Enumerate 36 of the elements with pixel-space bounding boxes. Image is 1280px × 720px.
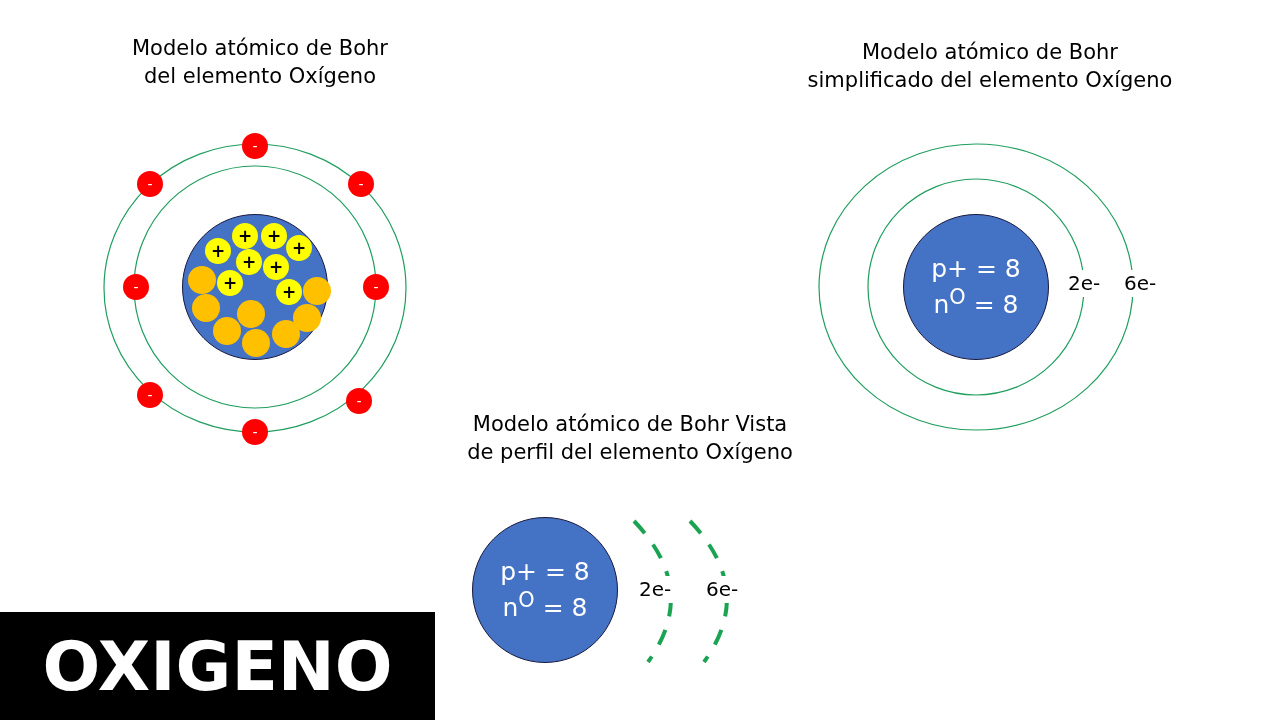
model-heading: Modelo atómico de Bohr del elemento Oxígeno [131,35,389,91]
electron-circle: - [123,274,149,300]
electron-count-label: 2e- [1066,270,1103,297]
proton-circle: + [276,279,302,305]
electron-circle: - [348,171,374,197]
nucleus-label: n$^{O}$ = 8 [502,587,588,624]
electron-circle: - [242,419,268,445]
electron-circle: - [137,382,163,408]
model-heading: Modelo atómico de Bohr simplificado del elemento Oxígeno [806,39,1174,95]
electron-circle: - [242,133,268,159]
proton-circle: + [205,238,231,264]
neutron-circle [213,317,241,345]
proton-circle: + [286,235,312,261]
proton-circle: + [232,223,258,249]
neutron-circle [303,277,331,305]
title-banner: OXIGENO [0,612,435,720]
nucleus-label: p+ = 8 [931,253,1021,285]
model-heading: Modelo atómico de Bohr Vista de perfil del elemento Oxígeno [466,411,794,467]
proton-circle: + [217,270,243,296]
nucleus-label: n$^{O}$ = 8 [933,284,1019,321]
neutron-circle [188,266,216,294]
proton-circle: + [261,223,287,249]
nucleus-label: p+ = 8 [500,556,590,588]
neutron-circle [237,300,265,328]
electron-circle: - [137,171,163,197]
electron-circle: - [346,388,372,414]
electron-count-label: 2e- [637,576,674,603]
neutron-circle [272,320,300,348]
proton-circle: + [236,249,262,275]
electron-count-label: 6e- [1122,270,1159,297]
neutron-circle [192,294,220,322]
electron-circle: - [363,274,389,300]
neutron-circle [242,329,270,357]
proton-circle: + [263,254,289,280]
neutron-circle [293,304,321,332]
electron-count-label: 6e- [704,576,741,603]
